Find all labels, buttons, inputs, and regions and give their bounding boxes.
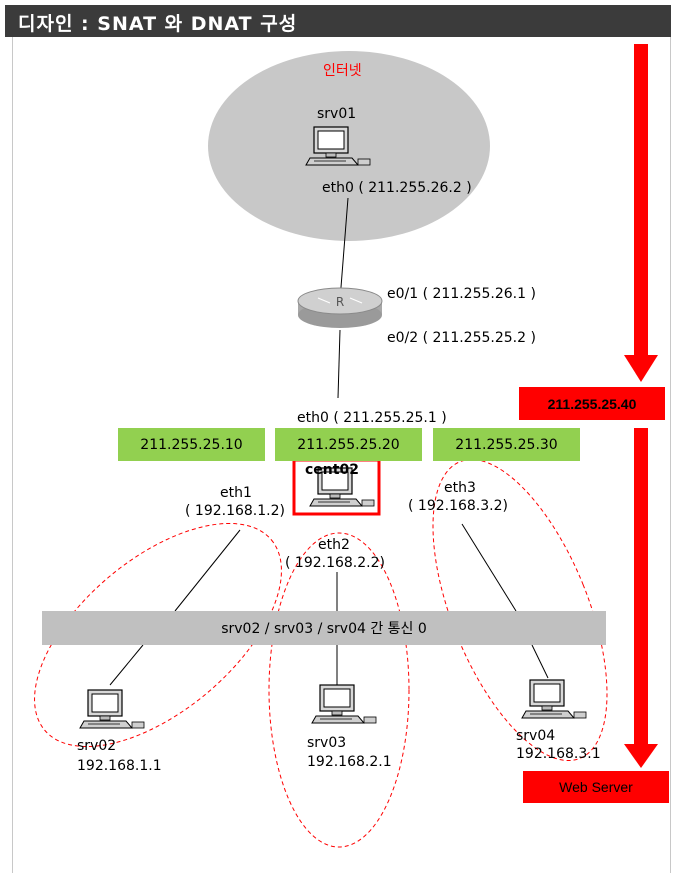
srv03-label: srv03 <box>307 735 347 751</box>
srv04-label: srv04 <box>516 728 556 744</box>
diagram-frame <box>12 37 671 873</box>
comm-bar-text: srv02 / srv03 / srv04 간 통신 0 <box>221 621 427 637</box>
link-eth3 <box>461 523 517 612</box>
eth3-label: eth3 <box>444 480 476 496</box>
virtual-ip-20: 211.255.25.20 <box>275 428 422 461</box>
comm-bar: srv02 / srv03 / srv04 간 통신 0 <box>42 611 606 645</box>
srv03-computer-icon <box>311 684 377 724</box>
title-bar: 디자인 : SNAT 와 DNAT 구성 <box>5 5 671 37</box>
srv04-ip-label: 192.168.3.1 <box>516 746 601 762</box>
page-title: 디자인 : SNAT 와 DNAT 구성 <box>18 13 298 35</box>
srv02-ip-label: 192.168.1.1 <box>77 758 162 774</box>
eth2-ip-label: ( 192.168.2.2) <box>285 555 385 571</box>
link-srv01-router <box>339 197 349 301</box>
router-e01-label: e0/1 ( 211.255.26.1 ) <box>387 286 536 302</box>
cent02-label: cent02 <box>305 462 359 478</box>
router-icon: R <box>297 287 383 328</box>
cent02-eth0-label: eth0 ( 211.255.25.1 ) <box>297 410 447 426</box>
eth1-label: eth1 <box>220 485 252 501</box>
router-symbol: R <box>336 295 344 309</box>
srv01-eth0-label: eth0 ( 211.255.26.2 ) <box>322 180 472 196</box>
srv01-label: srv01 <box>317 106 357 122</box>
srv02-computer-icon <box>79 689 145 729</box>
subnet-1-ellipse <box>34 522 282 748</box>
eth1-ip-label: ( 192.168.1.2) <box>185 503 285 519</box>
virtual-ip-30: 211.255.25.30 <box>433 428 580 461</box>
down-arrow-icon-upper <box>624 44 658 382</box>
srv02-label: srv02 <box>77 738 117 754</box>
router-e02-label: e0/2 ( 211.255.25.2 ) <box>387 330 536 346</box>
eth3-ip-label: ( 192.168.3.2) <box>408 498 508 514</box>
subnet-2-ellipse <box>268 532 410 848</box>
link-eth1 <box>174 529 241 612</box>
link-srv04 <box>531 644 549 679</box>
down-arrow-icon-lower <box>624 428 658 768</box>
internet-cloud <box>208 51 490 241</box>
web-server-box: Web Server <box>523 771 669 803</box>
eth2-label: eth2 <box>318 537 350 553</box>
srv03-ip-label: 192.168.2.1 <box>307 754 392 770</box>
virtual-ip-10: 211.255.25.10 <box>118 428 265 461</box>
link-srv02 <box>109 644 144 686</box>
public-ip-box: 211.255.25.40 <box>519 387 665 420</box>
srv04-computer-icon <box>521 679 587 719</box>
internet-label: 인터넷 <box>323 63 362 79</box>
link-router-cent02 <box>337 329 341 399</box>
